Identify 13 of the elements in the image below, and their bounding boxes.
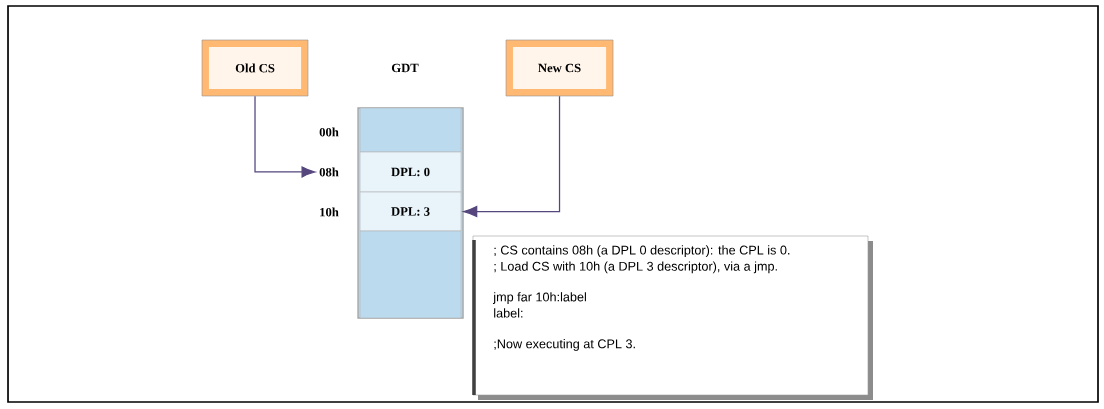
empty-cell [359, 230, 462, 319]
row-label: 08h [319, 167, 339, 177]
table-title: GDT [391, 63, 419, 73]
row-label: 00h [319, 127, 339, 137]
register-box: New CS [505, 39, 614, 97]
arrow [254, 95, 316, 178]
descriptor-cell: DPL: 0 [359, 151, 462, 193]
descriptor-cell: DPL: 3 [359, 191, 462, 232]
empty-cell [359, 107, 462, 153]
arrow [463, 95, 561, 218]
row-label: 10h [320, 207, 339, 217]
register-box: Old CS [201, 39, 309, 97]
code-box: ; CS contains 08h (a DPL 0 descriptor): the CPL is 0. ; Load CS with 10h (a DPL 3 descriptor), via a jmp. jmp far 10h:label label: ;Now executing at CPL 3. [472, 235, 873, 400]
